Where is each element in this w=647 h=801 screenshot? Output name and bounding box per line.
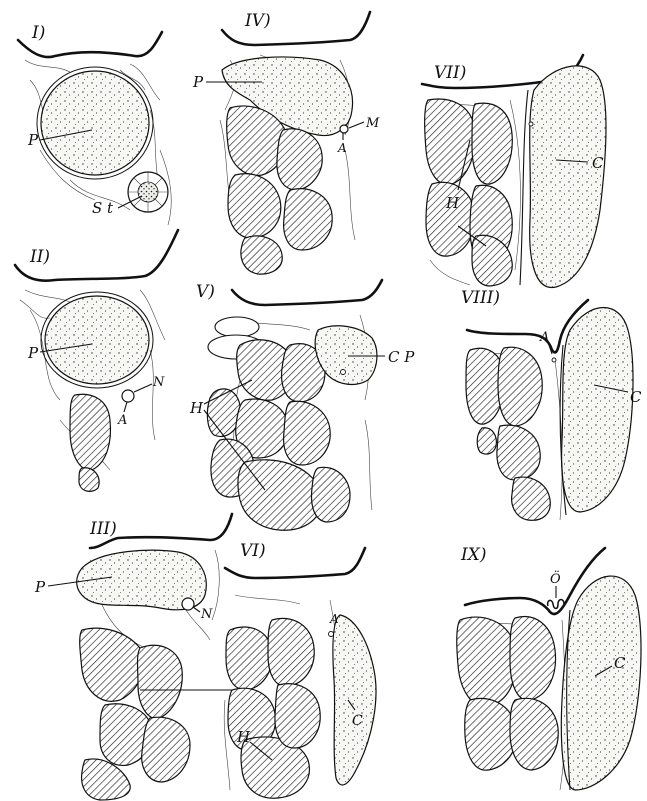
leader-line <box>134 384 152 392</box>
hard-tissue-h <box>477 428 496 454</box>
label-a: A <box>329 612 339 626</box>
hard-tissue-h <box>228 174 281 238</box>
panel-numeral: VIII) <box>461 288 500 308</box>
epithelium-surface <box>232 280 382 305</box>
hard-tissue-h <box>512 477 551 520</box>
leader-line <box>193 607 200 612</box>
panel-3: III) P N H <box>34 514 250 800</box>
hard-tissue-h <box>138 645 183 718</box>
hard-tissue-h <box>277 129 322 190</box>
label-p: P <box>27 344 39 362</box>
hard-tissue-h <box>284 189 333 250</box>
cyst-c <box>530 66 606 288</box>
hard-tissue-h <box>142 717 190 782</box>
cell-m <box>340 125 348 133</box>
panel-numeral: IV) <box>244 11 271 31</box>
pulp-cell-p <box>45 296 149 384</box>
label-c: C <box>352 713 363 729</box>
label-a: A <box>539 330 549 345</box>
hard-tissue-h <box>457 617 517 706</box>
panel-9: IX) Ö C <box>457 545 641 790</box>
leader-line <box>349 122 364 128</box>
panel-8: VIII) A C <box>461 288 642 520</box>
label-h: H <box>236 728 251 746</box>
cell-dot <box>329 632 334 637</box>
hard-tissue-h <box>312 467 350 522</box>
label-h: H <box>189 399 204 417</box>
panel-numeral: VI) <box>240 541 266 561</box>
panel-4: IV) P M A <box>192 11 380 274</box>
hard-tissue-h <box>510 698 558 770</box>
panel-numeral: II) <box>29 247 50 267</box>
hard-tissue-h <box>241 236 282 274</box>
panel-numeral: I) <box>31 23 45 43</box>
cyst-c <box>333 615 376 785</box>
hard-tissue-h <box>79 468 99 492</box>
panel-1: I) P S t <box>18 23 171 225</box>
label-c: C <box>592 154 604 172</box>
cyst-c <box>562 308 633 513</box>
cell-dot <box>529 122 533 126</box>
pulp-cell-p <box>41 71 149 175</box>
cell-outline <box>215 317 259 337</box>
panel-2: II) P N A <box>15 230 178 491</box>
label-cp: C P <box>388 348 415 366</box>
hard-tissue-h <box>465 698 517 770</box>
label-st: S t <box>92 199 114 217</box>
hard-tissue-h <box>472 103 512 184</box>
hard-tissue-h <box>497 425 540 480</box>
label-a: A <box>117 413 127 428</box>
leader-line <box>124 402 127 412</box>
hard-tissue-h <box>510 617 556 701</box>
cell-dot <box>552 358 556 362</box>
nerve-n <box>182 598 194 610</box>
panel-numeral: III) <box>89 519 117 539</box>
hard-tissue-h <box>425 99 476 185</box>
panel-numeral: VII) <box>434 63 466 83</box>
label-h: H <box>445 194 460 212</box>
hard-tissue-h <box>284 401 331 465</box>
label-p: P <box>34 578 46 596</box>
label-a: A <box>337 141 347 155</box>
hard-tissue-h <box>268 618 314 686</box>
hard-tissue-h <box>498 347 542 426</box>
cell-dot <box>341 370 346 375</box>
label-n: N <box>152 375 165 390</box>
label-c: C <box>614 654 626 672</box>
hard-tissue-h <box>80 628 144 701</box>
label-n: N <box>200 607 213 622</box>
nerve-n <box>122 390 134 402</box>
hard-tissue-h <box>275 684 320 748</box>
label-p: P <box>192 73 204 91</box>
cyst-c <box>561 576 641 790</box>
hard-tissue-h <box>70 394 110 470</box>
panel-numeral: V) <box>196 282 215 302</box>
cyst-wall <box>520 90 528 285</box>
label-p: P <box>27 131 39 149</box>
panel-5: V) C P H <box>189 280 415 530</box>
panel-7: VII) H C <box>422 55 606 288</box>
label-c: C <box>630 388 642 406</box>
label-m: M <box>365 116 380 131</box>
panel-numeral: IX) <box>460 545 486 565</box>
hard-tissue-h <box>226 627 272 690</box>
label-o-umlaut: Ö <box>550 570 561 587</box>
panel-6: VI) A C H <box>224 541 376 798</box>
